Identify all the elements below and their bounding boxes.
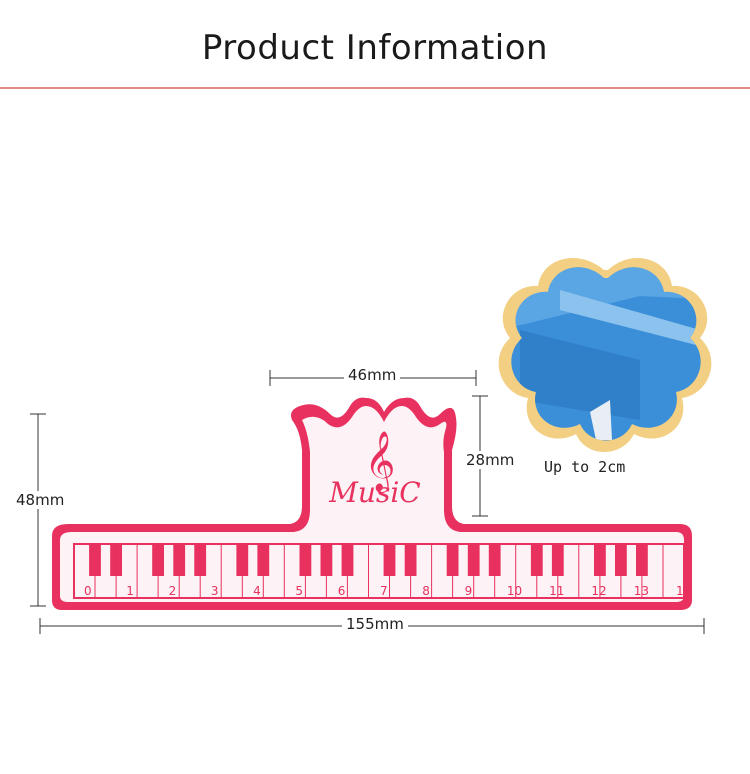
music-logo-text: MusiC [328,476,420,509]
clip-inner [60,406,684,602]
ruler-number: 5 [295,584,303,598]
music-clip [52,397,692,610]
ruler-number: 12 [591,584,606,598]
ruler-number: 6 [338,584,346,598]
detail-inset [498,258,712,452]
ruler-number: 11 [549,584,564,598]
ruler-number: 13 [634,584,649,598]
ruler-number: 0 [84,584,92,598]
ruler-number: 3 [211,584,219,598]
title-divider [0,87,750,89]
ruler-number: 8 [422,584,430,598]
treble-clef-icon: 𝄞 [365,431,396,493]
ruler-number: 2 [169,584,177,598]
ruler-number: 4 [253,584,261,598]
ruler-number: 1 [126,584,134,598]
detail-note: Up to 2cm [544,458,626,476]
dim-label-155mm: 155mm [342,615,408,633]
dim-label-28mm: 28mm [462,451,519,469]
dim-label-48mm: 48mm [12,491,69,509]
keyboard-outline [73,543,685,599]
page-title: Product Information [201,28,549,68]
ruler-number: 7 [380,584,388,598]
ruler-number: 14 [676,584,691,598]
ruler-number: 10 [507,584,522,598]
ruler-number: 9 [465,584,473,598]
black-keys [89,544,664,598]
dim-label-46mm: 46mm [344,366,401,384]
